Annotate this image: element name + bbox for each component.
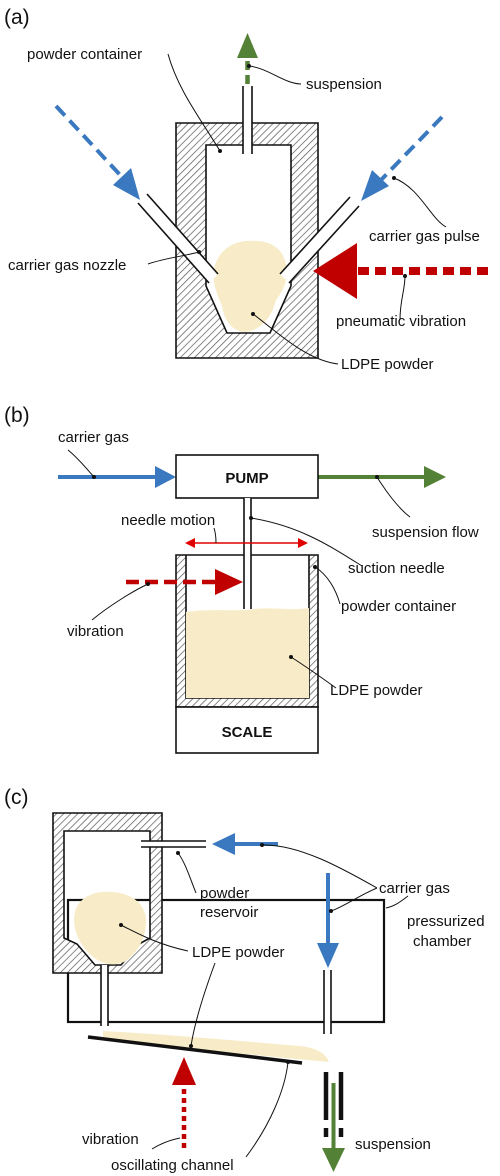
panel-c-label-pressurized-line2: chamber <box>413 933 471 950</box>
panel-c-label-vibration: vibration <box>82 1131 139 1148</box>
panel-b-label-vibration: vibration <box>67 623 124 640</box>
panel-b-tag: (b) <box>4 404 30 427</box>
panel-a-ldpe-powder <box>213 240 287 332</box>
panel-a: (a) <box>4 6 488 373</box>
panel-a-label-suspension: suspension <box>306 76 382 93</box>
panel-a-label-powder-container: powder container <box>27 46 142 63</box>
panel-b-vibration-arrow <box>126 569 243 595</box>
panel-a-right-nozzle <box>279 196 360 284</box>
panel-c-powder-reservoir <box>52 812 163 974</box>
panel-c-suspension-outlet <box>320 1072 348 1172</box>
panel-c-carrier-gas-arrow-vertical <box>317 873 339 968</box>
panel-b-scale: SCALE <box>175 706 319 754</box>
panel-c-label-oscillating-channel: oscillating channel <box>111 1157 234 1174</box>
panel-a-left-nozzle <box>137 193 219 284</box>
panel-a-carrier-gas-arrow-left <box>54 104 140 200</box>
panel-b: (b) PUMP <box>4 404 479 754</box>
panel-c-label-powder-reservoir-line1: powder <box>200 885 249 902</box>
panel-a-suspension-tube <box>242 86 253 154</box>
panel-b-scale-label: SCALE <box>222 724 273 741</box>
panel-a-label-carrier-gas-pulse: carrier gas pulse <box>369 228 480 245</box>
panel-b-suspension-flow-arrow <box>318 466 446 488</box>
panel-b-label-suspension-flow: suspension flow <box>372 524 479 541</box>
panel-c-reservoir-outlet <box>100 965 109 1026</box>
panel-b-pump-label: PUMP <box>225 470 268 487</box>
panel-b-suction-needle <box>243 498 252 609</box>
panel-c-label-pressurized-line1: pressurized <box>407 913 485 930</box>
panel-b-label-ldpe-powder: LDPE powder <box>330 682 423 699</box>
panel-b-label-carrier-gas: carrier gas <box>58 429 129 446</box>
panel-c-label-carrier-gas: carrier gas <box>379 880 450 897</box>
panel-c-carrier-gas-tube <box>141 840 206 848</box>
panel-c-oscillating-channel <box>87 1035 303 1065</box>
panel-b-carrier-gas-arrow <box>58 466 176 488</box>
panel-c: (c) <box>4 786 485 1174</box>
panel-b-label-needle-motion: needle motion <box>121 512 215 529</box>
panel-a-label-pneumatic-vibration: pneumatic vibration <box>336 313 466 330</box>
panel-b-ldpe-powder <box>186 608 309 698</box>
panel-c-label-ldpe-powder: LDPE powder <box>192 944 285 961</box>
panel-b-label-suction-needle: suction needle <box>348 560 445 577</box>
panel-a-tag: (a) <box>4 6 30 29</box>
panel-c-channel-powder <box>103 1031 329 1062</box>
panel-b-needle-motion-arrow <box>185 538 308 548</box>
panel-a-carrier-gas-arrow-right <box>361 115 444 201</box>
panel-c-tag: (c) <box>4 786 29 809</box>
panel-c-chamber-inlet <box>323 970 332 1034</box>
panel-c-ldpe-powder <box>74 891 147 965</box>
panel-a-suspension-arrow <box>237 33 258 84</box>
panel-a-label-ldpe-powder: LDPE powder <box>341 356 434 373</box>
panel-c-vibration-arrow <box>172 1057 196 1148</box>
panel-c-label-powder-reservoir-line2: reservoir <box>200 904 258 921</box>
panel-c-carrier-gas-arrow-horizontal <box>212 833 278 855</box>
panel-b-pump: PUMP <box>175 454 319 499</box>
panel-a-label-carrier-gas-nozzle: carrier gas nozzle <box>8 257 126 274</box>
panel-a-pneumatic-vibration-arrow <box>313 243 488 299</box>
panel-b-label-powder-container: powder container <box>341 598 456 615</box>
panel-c-label-suspension: suspension <box>355 1136 431 1153</box>
